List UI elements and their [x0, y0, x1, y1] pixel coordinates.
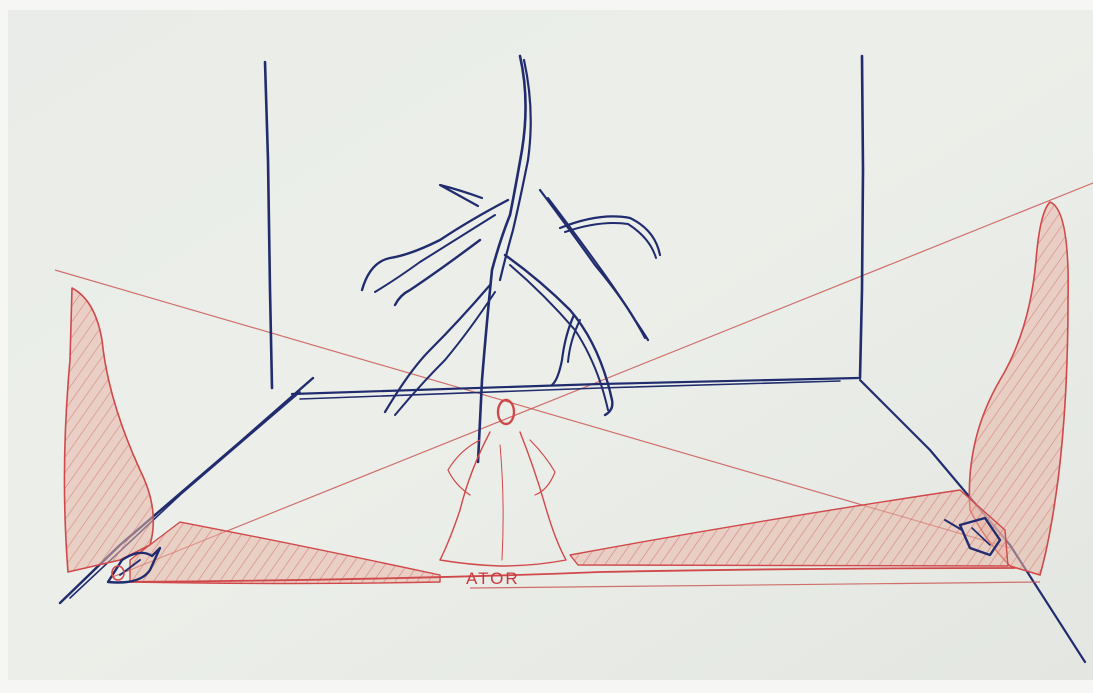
actor-label: ATOR [466, 569, 520, 588]
